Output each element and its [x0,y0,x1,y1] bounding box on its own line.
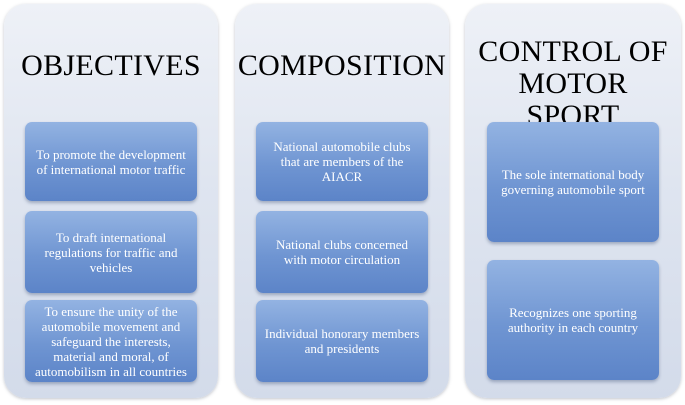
objective-card-2: To draft international regulations for t… [25,211,197,293]
control-card-1: The sole international body governing au… [487,122,659,242]
composition-card-3: Individual honorary members and presiden… [256,300,428,382]
composition-panel: COMPOSITION National automobile clubs th… [235,4,449,398]
composition-card-2: National clubs concerned with motor circ… [256,211,428,293]
control-card-2: Recognizes one sporting authority in eac… [487,260,659,380]
objective-card-3: To ensure the unity of the automobile mo… [25,300,197,382]
control-panel: CONTROL OF MOTOR SPORT The sole internat… [465,4,681,398]
composition-title: COMPOSITION [237,49,447,82]
objectives-panel: OBJECTIVES To promote the development of… [4,4,218,398]
objectives-title: OBJECTIVES [21,49,201,82]
control-title: CONTROL OF MOTOR SPORT [478,35,668,132]
objective-card-1: To promote the development of internatio… [25,122,197,201]
composition-card-1: National automobile clubs that are membe… [256,122,428,201]
